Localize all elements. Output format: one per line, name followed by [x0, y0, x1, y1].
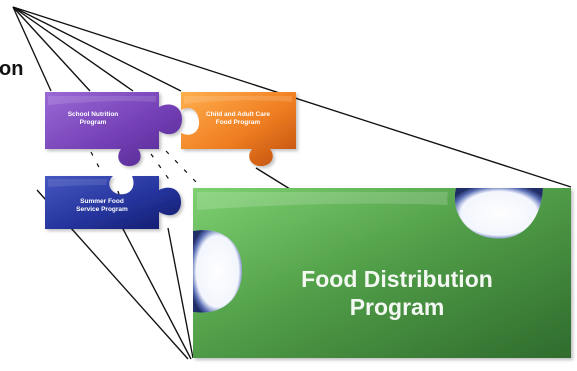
- dashed-guide-line: [90, 151, 103, 174]
- school-nutrition-label-line-2: Program: [80, 119, 107, 126]
- summer-food-label-line-1: Summer Food: [80, 198, 124, 205]
- summer-food-label-line-2: Service Program: [76, 206, 128, 213]
- dashed-guide-line: [165, 150, 199, 185]
- connector-line: [167, 227, 194, 359]
- child-adult-care-puzzle-shape: [181, 92, 296, 166]
- food-distribution-highlight: [197, 192, 448, 210]
- food-distribution-left-tab-shadow: [193, 230, 242, 313]
- child-adult-care-program-piece: Child and Adult Care Food Program: [181, 92, 296, 166]
- heading-fragment: on: [0, 58, 23, 80]
- school-nutrition-label-line-1: School Nutrition: [68, 111, 119, 118]
- connector-line: [12, 6, 134, 92]
- dashed-guide-lines: [90, 150, 199, 186]
- food-distribution-program-piece: Food Distribution Program: [193, 188, 571, 358]
- school-nutrition-puzzle-shape: [45, 92, 182, 167]
- connector-line: [12, 6, 52, 92]
- summer-food-highlight: [48, 179, 108, 187]
- child-adult-care-label-line-1: Child and Adult Care: [206, 111, 270, 118]
- school-nutrition-program-piece: School Nutrition Program: [45, 92, 182, 167]
- school-nutrition-highlight: [48, 96, 156, 105]
- connector-line: [12, 6, 182, 92]
- child-adult-care-label-line-2: Food Program: [216, 119, 261, 126]
- summer-food-service-program-piece: Summer Food Service Program: [45, 176, 181, 229]
- connector-line: [12, 6, 91, 92]
- summer-food-puzzle-shape: [45, 176, 181, 229]
- connector-line: [121, 226, 192, 360]
- food-distribution-label-line-1: Food Distribution: [301, 266, 493, 292]
- food-distribution-notch-shadow: [454, 188, 543, 239]
- child-adult-care-highlight: [184, 96, 292, 104]
- food-distribution-label-line-2: Program: [350, 294, 445, 320]
- food-distribution-puzzle-shape: [193, 188, 571, 358]
